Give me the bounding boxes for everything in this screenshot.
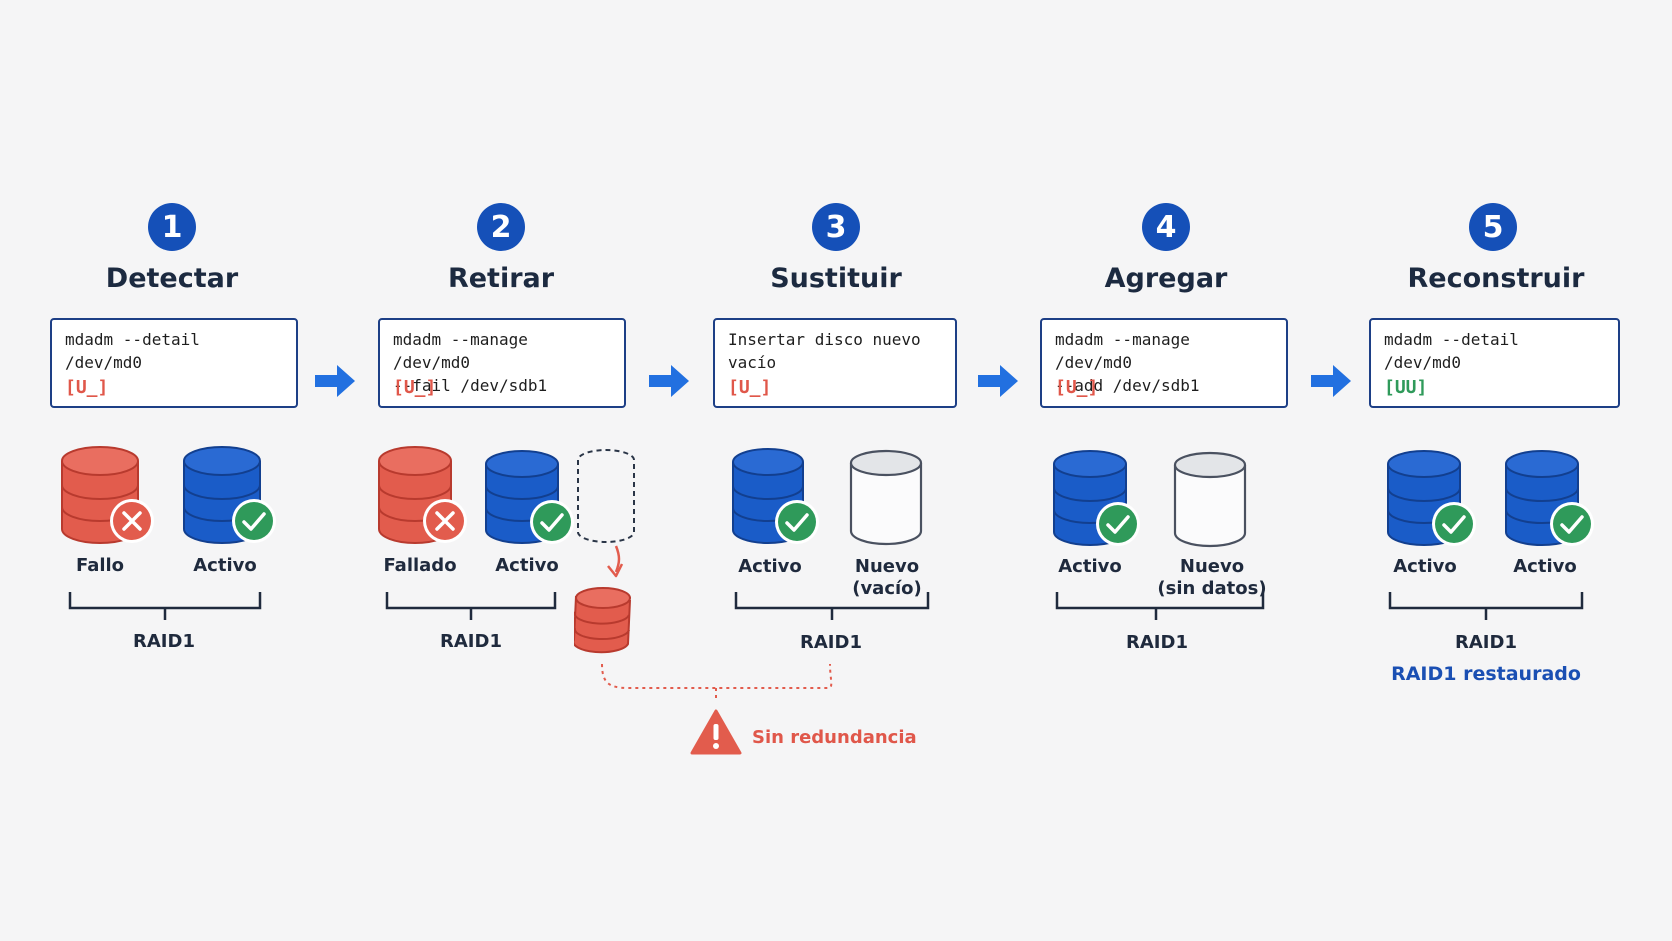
disk-label: Activo	[1513, 556, 1577, 577]
disk-label: Activo	[193, 555, 257, 576]
step-number-badge: 3	[812, 203, 860, 251]
command-box: Insertar disco nuevo vacío [U_]	[713, 318, 957, 408]
disk-label: Activo	[738, 556, 802, 577]
step-number-badge: 5	[1469, 203, 1517, 251]
command-line: mdadm --manage /dev/md0	[393, 330, 528, 372]
check-icon	[775, 500, 819, 544]
disk-label: Activo	[1393, 556, 1457, 577]
warning-label: Sin redundancia	[752, 727, 917, 748]
raid-label: RAID1	[440, 631, 502, 652]
active-disk-icon	[485, 450, 574, 544]
command-line: mdadm --detail /dev/md0	[1384, 330, 1519, 372]
active-disk-icon	[183, 446, 276, 544]
step-number-badge: 1	[148, 203, 196, 251]
active-disk-icon	[1505, 450, 1594, 546]
active-disk-icon	[1053, 450, 1140, 546]
x-icon	[423, 499, 467, 543]
disk-label: Nuevo (sin datos)	[1157, 556, 1267, 599]
arrow-right-icon	[649, 365, 689, 397]
removed-disk-icon	[574, 587, 631, 654]
warning-icon	[690, 709, 742, 755]
disk-label: Fallo	[75, 555, 125, 576]
empty-disk-icon	[1173, 451, 1247, 548]
raid-label: RAID1	[133, 631, 195, 652]
command-box: mdadm --detail /dev/md0 [U_]	[50, 318, 298, 408]
raid-brace	[385, 592, 557, 620]
x-icon	[110, 499, 154, 543]
array-status: [U_]	[393, 377, 437, 398]
check-icon	[1096, 502, 1140, 546]
array-status: [U_]	[728, 377, 772, 398]
disk-label: Nuevo (vacío)	[852, 556, 922, 599]
command-line: --fail /dev/sdb1	[393, 376, 548, 395]
step-title: Detectar	[105, 263, 239, 294]
failed-disk-icon	[378, 446, 467, 544]
command-line: vacío	[728, 353, 777, 372]
command-line: --add /dev/sdb1	[1055, 376, 1200, 395]
active-disk-icon	[1387, 450, 1476, 546]
step-number-badge: 2	[477, 203, 525, 251]
check-icon	[1432, 502, 1476, 546]
raid-brace	[1055, 592, 1265, 620]
step-title: Agregar	[1104, 263, 1228, 294]
raid-label: RAID1	[800, 632, 862, 653]
raid-label: RAID1	[1126, 632, 1188, 653]
command-line: mdadm --manage /dev/md0	[1055, 330, 1190, 372]
failed-disk-icon	[61, 446, 154, 544]
array-status: [U_]	[1055, 377, 1099, 398]
removed-slot-icon	[574, 449, 635, 654]
command-box: mdadm --detail /dev/md0 [UU]	[1369, 318, 1620, 408]
step-title: Reconstruir	[1407, 263, 1585, 294]
raid-brace	[734, 592, 930, 620]
command-box: mdadm --manage /dev/md0 --add /dev/sdb1 …	[1040, 318, 1288, 408]
disk-label: Fallado	[383, 555, 457, 576]
disk-label: Activo	[1058, 556, 1122, 577]
no-redundancy-connector	[601, 663, 833, 700]
step-title: Sustituir	[770, 263, 902, 294]
step-number-badge: 4	[1142, 203, 1190, 251]
check-icon	[530, 500, 574, 544]
check-icon	[1550, 502, 1594, 546]
raid-brace	[1388, 592, 1584, 620]
arrow-right-icon	[978, 365, 1018, 397]
arrow-right-icon	[315, 365, 355, 397]
active-disk-icon	[732, 448, 819, 544]
raid-brace	[68, 592, 262, 620]
restored-label: RAID1 restaurado	[1391, 663, 1581, 685]
command-line: Insertar disco nuevo	[728, 330, 921, 349]
raid-label: RAID1	[1455, 632, 1517, 653]
command-line: mdadm --detail /dev/md0	[65, 330, 200, 372]
array-status: [U_]	[65, 377, 109, 398]
disk-label: Activo	[495, 555, 559, 576]
array-status: [UU]	[1384, 377, 1428, 398]
command-box: mdadm --manage /dev/md0 --fail /dev/sdb1…	[378, 318, 626, 408]
step-title: Retirar	[447, 263, 555, 294]
check-icon	[232, 499, 276, 543]
empty-disk-icon	[849, 449, 923, 546]
arrow-right-icon	[1311, 365, 1351, 397]
